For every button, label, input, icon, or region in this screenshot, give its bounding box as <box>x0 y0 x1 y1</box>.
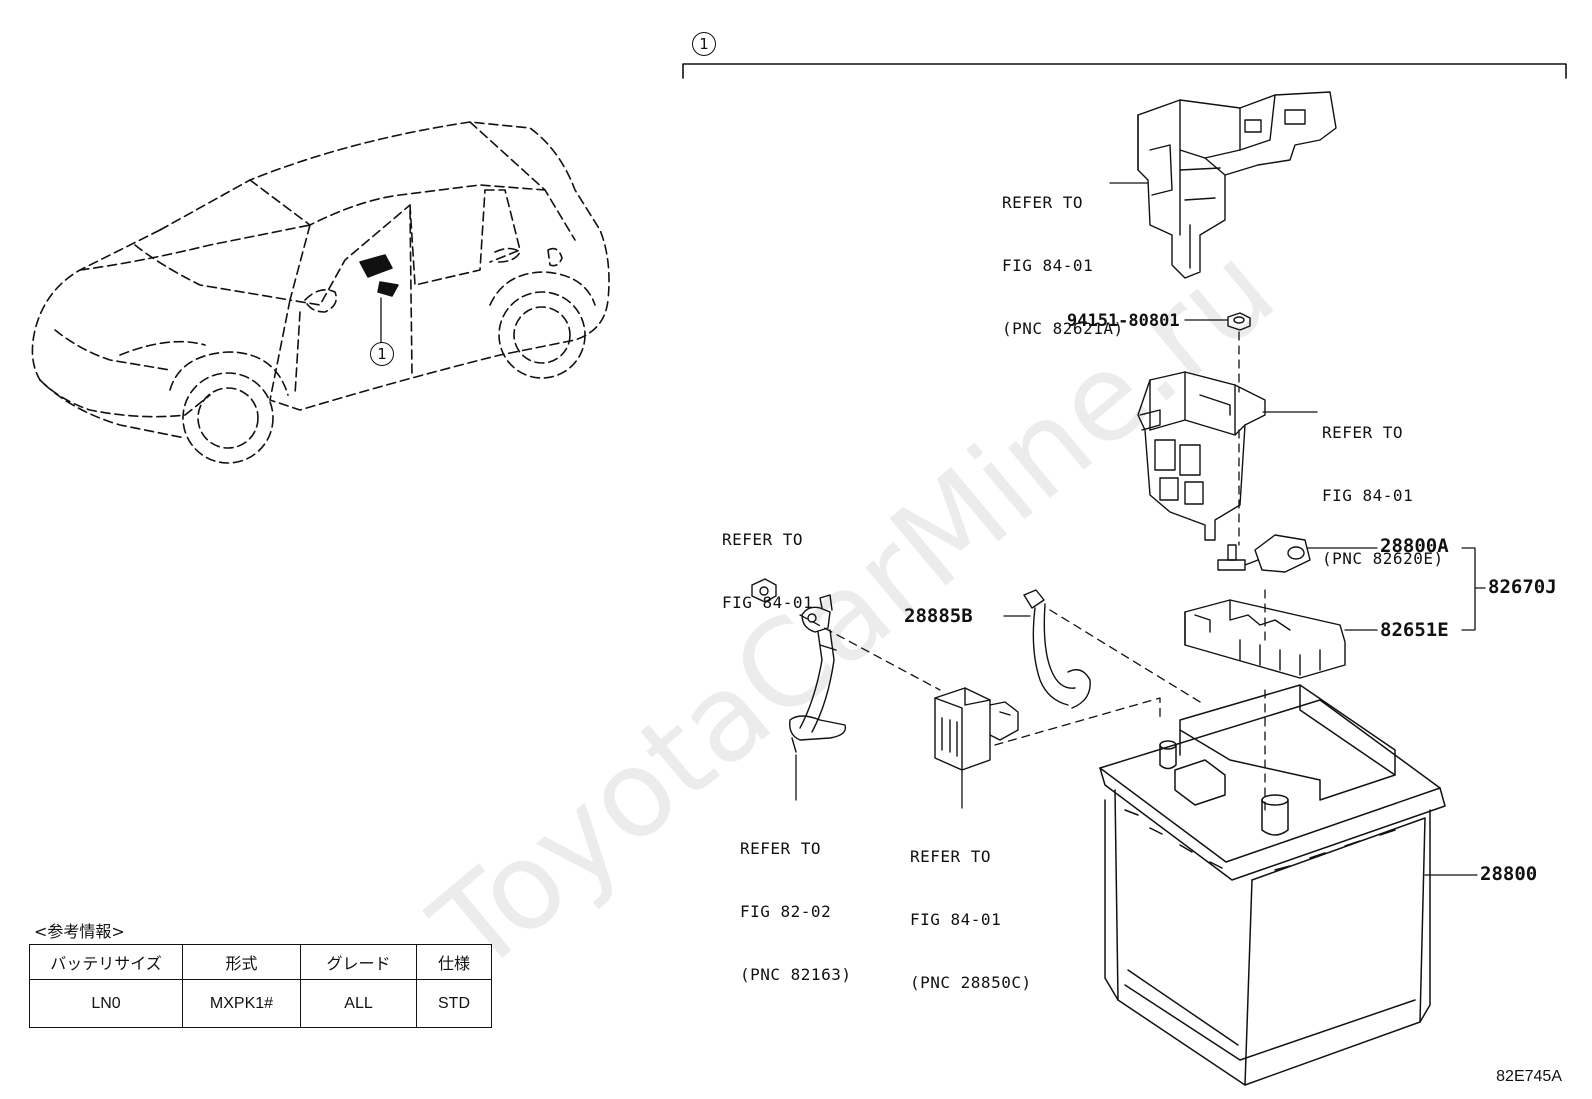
nut-part <box>1227 312 1251 331</box>
ref-line: FIG 82-02 <box>740 902 832 921</box>
upper-relay-ref-label: REFER TO FIG 84-01 (PNC 82621A) <box>1002 150 1124 360</box>
table-header: 仕様 <box>416 944 492 980</box>
battery-part <box>1099 684 1446 1086</box>
ref-line: (PNC 82621A) <box>1002 319 1124 338</box>
cable-82163-part <box>789 594 847 753</box>
table-cell: STD <box>416 979 492 1028</box>
ref-line: REFER TO <box>1002 193 1084 212</box>
car-illustration <box>31 121 610 464</box>
ref-line: REFER TO <box>722 530 804 549</box>
ref-line: REFER TO <box>740 839 822 858</box>
table-cell: ALL <box>300 979 417 1028</box>
assembly-bracket <box>682 63 1567 79</box>
cable-28885b-part <box>1023 589 1091 709</box>
nut-part-number: 94151-80801 <box>1067 311 1180 331</box>
battery-cover-part <box>1184 599 1346 679</box>
current-sensor-part <box>934 687 1019 771</box>
terminal-clamp-part <box>1217 534 1311 573</box>
table-header-row: バッテリサイズ 形式 グレード 仕様 <box>29 944 492 980</box>
upper-relay-part <box>1137 91 1337 279</box>
part-number-82651e: 82651E <box>1380 619 1449 641</box>
part-number-28800a: 28800A <box>1380 535 1449 557</box>
ref-line: (PNC 82620E) <box>1322 549 1444 568</box>
sensor-ref-label: REFER TO FIG 84-01 (PNC 28850C) <box>910 804 1032 1014</box>
table-header: 形式 <box>182 944 301 980</box>
ref-line: FIG 84-01 <box>722 593 814 612</box>
leader-lines <box>795 182 1486 876</box>
left-nut-part <box>751 578 777 603</box>
table-cell: MXPK1# <box>182 979 301 1028</box>
table-header: グレード <box>300 944 417 980</box>
ref-line: REFER TO <box>1322 423 1404 442</box>
table-cell: LN0 <box>29 979 183 1028</box>
ref-line: FIG 84-01 <box>1002 256 1094 275</box>
part-number-82670j: 82670J <box>1488 576 1557 598</box>
table-header: バッテリサイズ <box>29 944 183 980</box>
ref-line: (PNC 28850C) <box>910 973 1032 992</box>
reference-table: バッテリサイズ 形式 グレード 仕様 LN0 MXPK1# ALL STD <box>29 944 492 1028</box>
ref-line: FIG 84-01 <box>1322 486 1414 505</box>
ref-line: REFER TO <box>910 847 992 866</box>
relay-block-part <box>1137 371 1266 541</box>
cable-ref-label: REFER TO FIG 82-02 (PNC 82163) <box>740 796 851 1006</box>
table-row: LN0 MXPK1# ALL STD <box>29 979 492 1028</box>
ref-line: (PNC 82163) <box>740 965 852 984</box>
callout-circle-car: 1 <box>370 342 394 366</box>
callout-circle-top: 1 <box>692 32 716 56</box>
illustration-code: 82E745A <box>1496 1068 1562 1085</box>
reference-table-title: <参考情報> <box>34 922 125 941</box>
left-nut-ref-label: REFER TO FIG 84-01 <box>722 487 813 634</box>
part-number-28885b: 28885B <box>904 605 973 627</box>
battery-location-mark <box>359 254 393 278</box>
assembly-lines <box>799 331 1266 811</box>
relay-block-ref-label: REFER TO FIG 84-01 (PNC 82620E) <box>1322 380 1444 590</box>
ref-line: FIG 84-01 <box>910 910 1002 929</box>
part-number-28800: 28800 <box>1480 863 1538 885</box>
